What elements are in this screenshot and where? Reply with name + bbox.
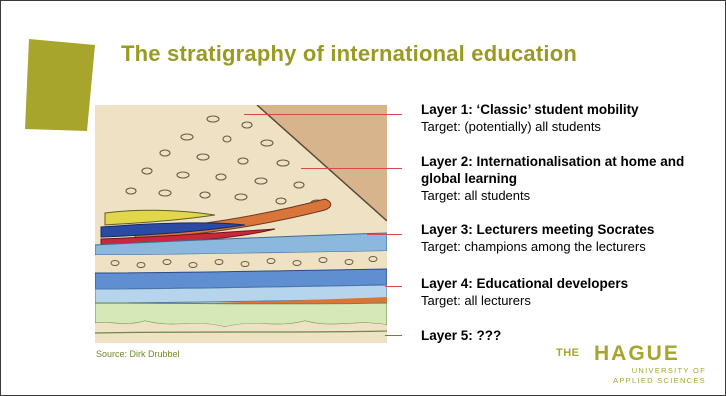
layer-5: Layer 5: ??? bbox=[421, 327, 721, 344]
layer-4-name: Layer 4: Educational developers bbox=[421, 276, 629, 291]
stratigraphy-illustration bbox=[95, 105, 387, 343]
source-caption: Source: Dirk Drubbel bbox=[96, 349, 180, 359]
layer-3-name: Layer 3: Lecturers meeting Socrates bbox=[421, 222, 655, 237]
layer-1: Layer 1: ‘Classic’ student mobility Targ… bbox=[421, 101, 721, 135]
layer-2-name: Layer 2: Internationalisation at home an… bbox=[421, 154, 685, 186]
slide-title: The stratigraphy of international educat… bbox=[121, 41, 577, 66]
logo-the: THE bbox=[556, 347, 580, 359]
layer-1-leader bbox=[244, 114, 402, 115]
logo-line-2: APPLIED SCIENCES bbox=[613, 376, 706, 385]
layer-2-leader bbox=[301, 168, 402, 169]
layer-1-target: Target: (potentially) all students bbox=[421, 119, 601, 134]
layer-2: Layer 2: Internationalisation at home an… bbox=[421, 153, 721, 204]
layer-1-name: Layer 1: ‘Classic’ student mobility bbox=[421, 102, 639, 117]
layer-2-target: Target: all students bbox=[421, 188, 531, 203]
layer-4-leader bbox=[385, 286, 402, 287]
layer-5-name: Layer 5: ??? bbox=[421, 328, 502, 343]
layer-4: Layer 4: Educational developers Target: … bbox=[421, 275, 721, 309]
logo-line-1: UNIVERSITY OF bbox=[631, 366, 706, 375]
layer-4-target: Target: all lecturers bbox=[421, 293, 531, 308]
hague-logo: THE HAGUE UNIVERSITY OF APPLIED SCIENCES bbox=[556, 342, 716, 393]
layer-3-target: Target: champions among the lecturers bbox=[421, 239, 646, 254]
layer-3: Layer 3: Lecturers meeting Socrates Targ… bbox=[421, 221, 721, 255]
logo-hague: HAGUE bbox=[594, 342, 680, 365]
layer-3-leader bbox=[367, 234, 402, 235]
layer-5-leader bbox=[385, 335, 402, 336]
